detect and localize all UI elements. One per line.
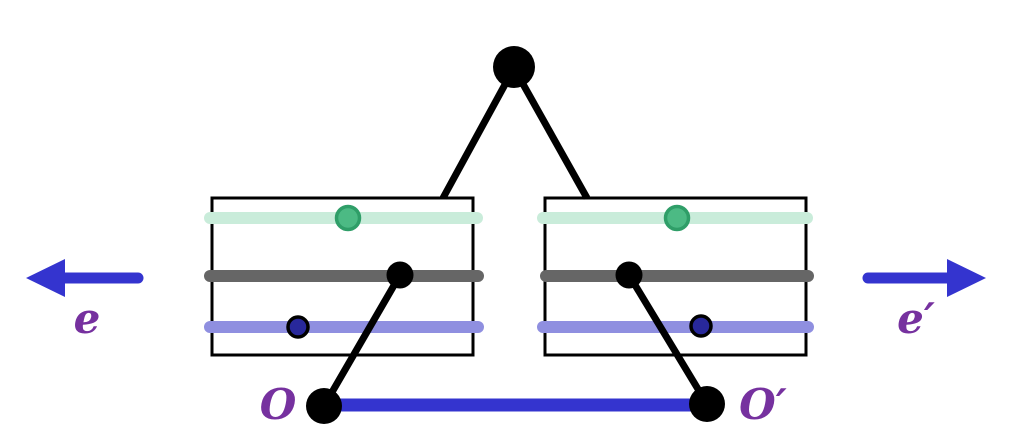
left-navy-marker: [286, 315, 310, 339]
right-navy-marker: [689, 314, 713, 338]
apex-node: [493, 46, 535, 88]
left-arrow: [26, 259, 144, 297]
right-arrow: [862, 259, 986, 297]
left-gray-bar-node: [386, 261, 414, 289]
right-green-marker: [663, 204, 691, 232]
right-support-line: [510, 66, 591, 200]
left-green-marker: [334, 204, 362, 232]
left-plumb-line: [320, 273, 404, 408]
label-e: e: [74, 294, 101, 343]
label-o-prime: O′: [739, 380, 787, 429]
right-plumb-line: [626, 273, 710, 406]
left-support-line: [439, 66, 518, 200]
label-e-prime: e′: [897, 294, 935, 343]
o-node: [306, 388, 342, 424]
label-o: O: [260, 380, 297, 429]
o-prime-node: [689, 386, 725, 422]
left-arrowhead: [26, 259, 65, 297]
right-gray-bar-node: [615, 261, 643, 289]
right-arrowhead: [947, 259, 986, 297]
